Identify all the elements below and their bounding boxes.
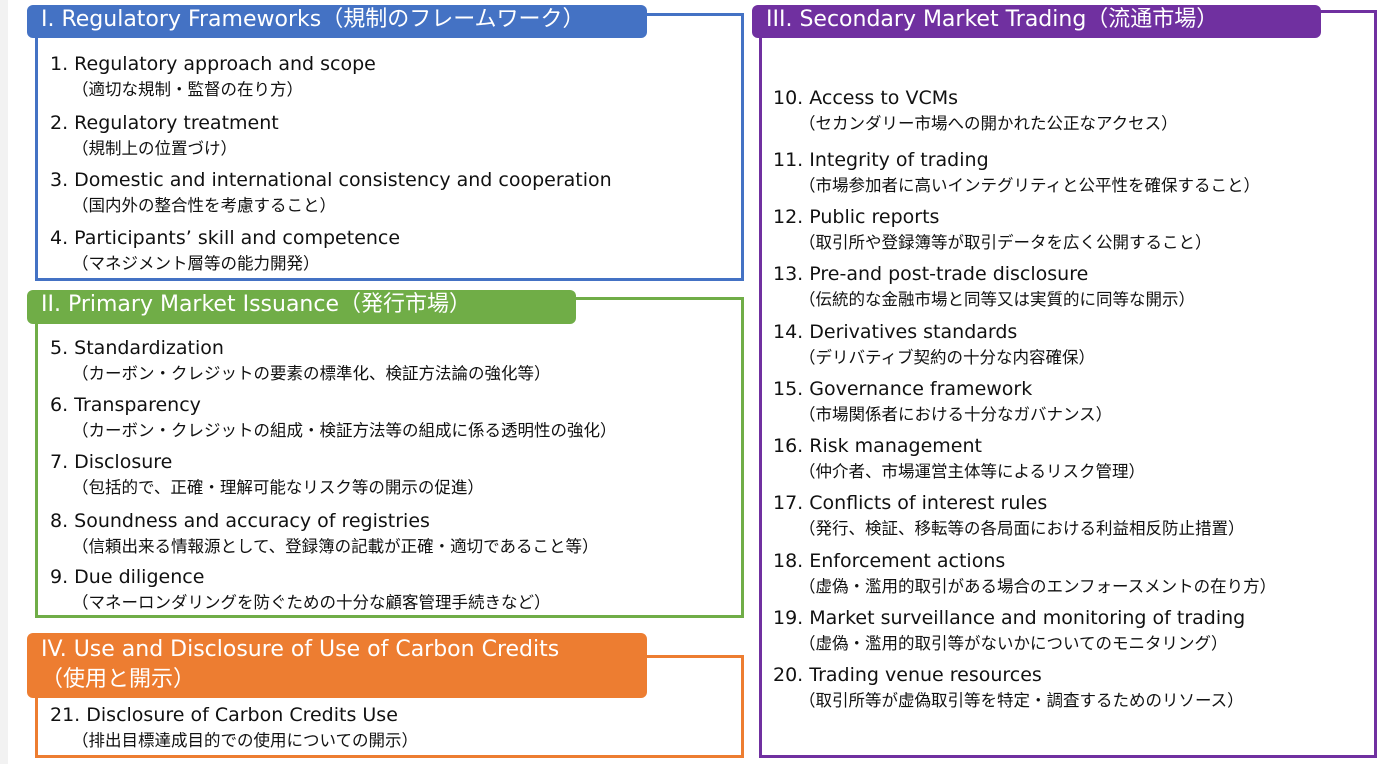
item-title: 2. Regulatory treatment: [50, 112, 279, 134]
item-description-jp: （マネーロンダリングを防ぐための十分な顧客管理手続きなど）: [72, 593, 551, 612]
list-item: 20. Trading venue resources （取引所等が虚偽取引等を特…: [773, 663, 1244, 713]
item-title: 17. Conflicts of interest rules: [773, 492, 1048, 514]
use-disclosure-title-jp: （使用と開示）: [41, 667, 196, 692]
list-item: 19. Market surveillance and monitoring o…: [773, 606, 1245, 656]
list-item: 15. Governance framework （市場関係者における十分なガバナ…: [773, 377, 1112, 427]
list-item: 18. Enforcement actions （虚偽・濫用的取引がある場合のエン…: [773, 549, 1276, 599]
item-title: 7. Disclosure: [50, 451, 173, 473]
primary-market-box: [35, 297, 744, 618]
list-item: 12. Public reports （取引所や登録簿等が取引データを広く公開する…: [773, 205, 1212, 255]
secondary-market-box: [759, 10, 1377, 758]
item-title: 12. Public reports: [773, 206, 940, 228]
regulatory-frameworks-box: [35, 13, 744, 281]
list-item: 17. Conflicts of interest rules （発行、検証、移転…: [773, 491, 1245, 541]
item-description-jp: （規制上の位置づけ）: [72, 139, 237, 158]
item-title: 1. Regulatory approach and scope: [50, 53, 376, 75]
item-description-jp: （カーボン・クレジットの要素の標準化、検証方法論の強化等）: [72, 364, 551, 383]
item-description-jp: （信頼出来る情報源として、登録簿の記載が正確・適切であること等）: [72, 537, 599, 556]
item-title: 21. Disclosure of Carbon Credits Use: [50, 704, 398, 726]
item-description-jp: （国内外の整合性を考慮すること）: [72, 196, 336, 215]
item-description-jp: （排出目標達成目的での使用についての開示）: [72, 731, 419, 750]
item-title: 20. Trading venue resources: [773, 664, 1042, 686]
item-title: 6. Transparency: [50, 394, 201, 416]
left-margin-strip: [0, 0, 8, 764]
list-item: 4. Participants’ skill and competence （マネ…: [50, 226, 400, 276]
regulatory-frameworks-header: I. Regulatory Frameworks（規制のフレームワーク）: [27, 5, 647, 38]
item-description-jp: （セカンダリー市場への開かれた公正なアクセス）: [799, 114, 1178, 133]
list-item: 8. Soundness and accuracy of registries （…: [50, 509, 599, 559]
item-title: 16. Risk management: [773, 435, 982, 457]
item-description-jp: （発行、検証、移転等の各局面における利益相反防止措置）: [799, 519, 1245, 538]
item-title: 14. Derivatives standards: [773, 321, 1018, 343]
item-description-jp: （取引所等が虚偽取引等を特定・調査するためのリソース）: [799, 691, 1244, 710]
item-description-jp: （デリバティブ契約の十分な内容確保）: [799, 348, 1096, 367]
item-title: 18. Enforcement actions: [773, 550, 1006, 572]
item-description-jp: （市場参加者に高いインテグリティと公平性を確保すること）: [799, 176, 1261, 195]
item-description-jp: （市場関係者における十分なガバナンス）: [799, 405, 1113, 424]
list-item: 9. Due diligence （マネーロンダリングを防ぐための十分な顧客管理手…: [50, 565, 551, 615]
list-item: 10. Access to VCMs （セカンダリー市場への開かれた公正なアクセス…: [773, 86, 1178, 136]
item-description-jp: （取引所や登録簿等が取引データを広く公開すること）: [799, 233, 1212, 252]
list-item: 11. Integrity of trading （市場参加者に高いインテグリティ…: [773, 148, 1260, 198]
list-item: 3. Domestic and international consistenc…: [50, 168, 612, 218]
list-item: 16. Risk management （仲介者、市場運営主体等によるリスク管理）: [773, 434, 1145, 484]
item-description-jp: （虚偽・濫用的取引等がないかについてのモニタリング）: [799, 634, 1228, 653]
item-title: 5. Standardization: [50, 337, 224, 359]
item-title: 9. Due diligence: [50, 566, 205, 588]
item-title: 3. Domestic and international consistenc…: [50, 169, 612, 191]
use-disclosure-title: IV. Use and Disclosure of Use of Carbon …: [41, 637, 560, 662]
item-title: 8. Soundness and accuracy of registries: [50, 510, 430, 532]
item-title: 4. Participants’ skill and competence: [50, 227, 401, 249]
item-description-jp: （仲介者、市場運営主体等によるリスク管理）: [799, 462, 1146, 481]
list-item: 7. Disclosure （包括的で、正確・理解可能なリスク等の開示の促進）: [50, 450, 484, 500]
list-item: 1. Regulatory approach and scope （適切な規制・監…: [50, 52, 376, 102]
primary-market-header: II. Primary Market Issuance（発行市場）: [27, 290, 576, 324]
item-title: 15. Governance framework: [773, 378, 1033, 400]
list-item: 21. Disclosure of Carbon Credits Use （排出目…: [50, 703, 418, 753]
secondary-market-header: III. Secondary Market Trading（流通市場）: [752, 5, 1321, 38]
use-disclosure-header: IV. Use and Disclosure of Use of Carbon …: [27, 633, 647, 698]
item-description-jp: （伝統的な金融市場と同等又は実質的に同等な開示）: [799, 290, 1195, 309]
list-item: 6. Transparency （カーボン・クレジットの組成・検証方法等の組成に係…: [50, 393, 617, 443]
list-item: 5. Standardization （カーボン・クレジットの要素の標準化、検証方…: [50, 336, 551, 386]
list-item: 2. Regulatory treatment （規制上の位置づけ）: [50, 111, 279, 161]
item-description-jp: （虚偽・濫用的取引がある場合のエンフォースメントの在り方）: [799, 577, 1277, 596]
item-title: 19. Market surveillance and monitoring o…: [773, 607, 1246, 629]
item-description-jp: （マネジメント層等の能力開発）: [72, 254, 320, 273]
list-item: 13. Pre-and post-trade disclosure （伝統的な金融…: [773, 262, 1195, 312]
item-title: 11. Integrity of trading: [773, 149, 989, 171]
item-title: 10. Access to VCMs: [773, 87, 959, 109]
list-item: 14. Derivatives standards （デリバティブ契約の十分な内容…: [773, 320, 1095, 370]
item-description-jp: （包括的で、正確・理解可能なリスク等の開示の促進）: [72, 478, 484, 497]
item-title: 13. Pre-and post-trade disclosure: [773, 263, 1089, 285]
item-description-jp: （適切な規制・監督の在り方）: [72, 80, 303, 99]
item-description-jp: （カーボン・クレジットの組成・検証方法等の組成に係る透明性の強化）: [72, 421, 617, 440]
